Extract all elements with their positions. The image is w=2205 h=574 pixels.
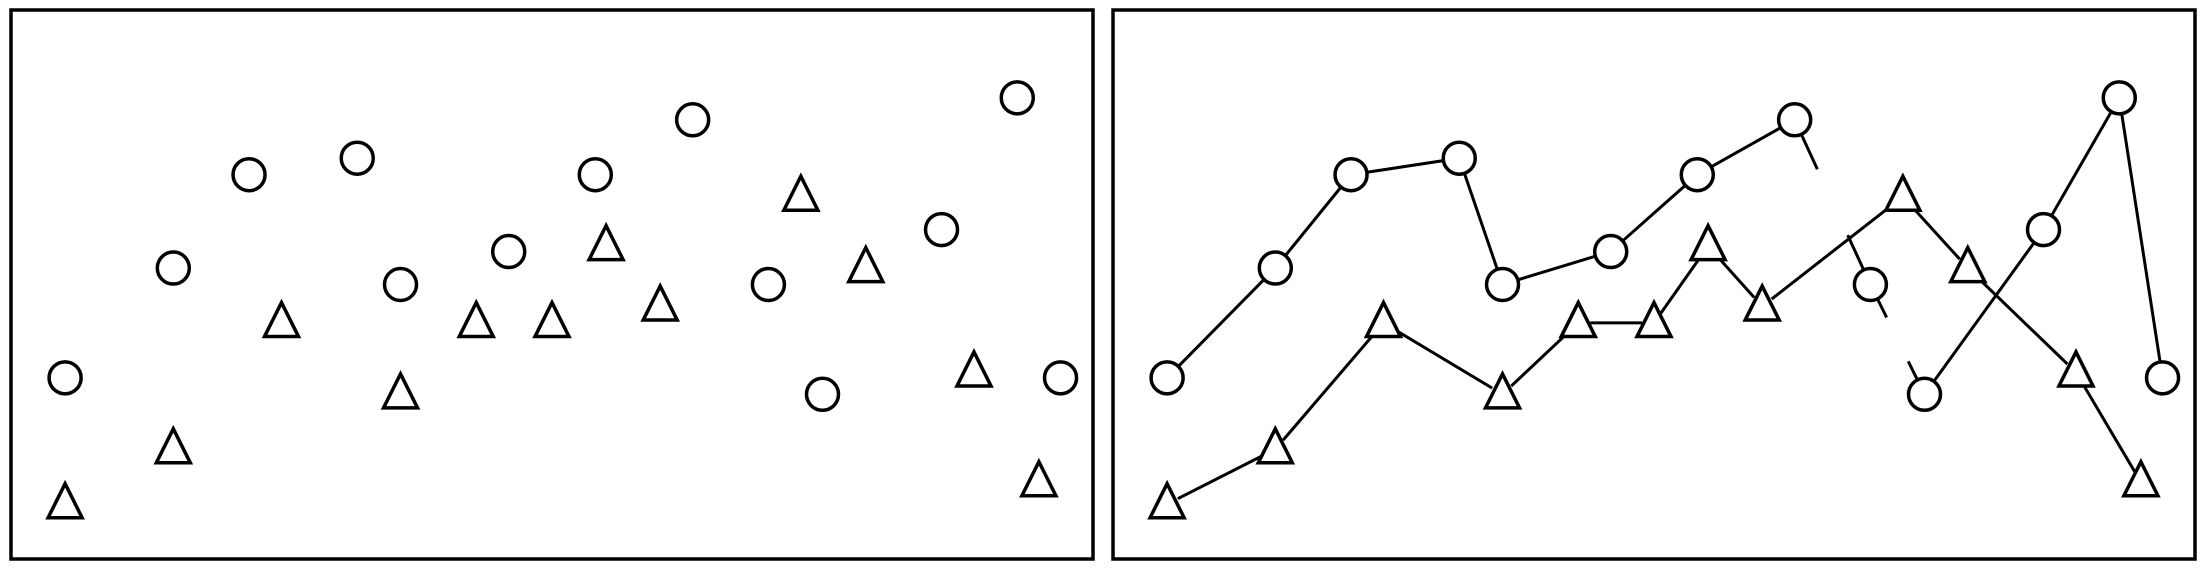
- left-triangle-1: [153, 424, 194, 465]
- triangle-path-segment-2: [1393, 327, 1493, 390]
- triangle-path-segment-10: [2080, 381, 2137, 473]
- right-panel-frame: [1111, 8, 2197, 561]
- right-path-lines: [1177, 110, 2162, 501]
- left-triangle-7: [640, 282, 681, 322]
- left-triangle-0: [45, 479, 85, 520]
- left-panel: [9, 8, 1095, 561]
- circle-path-segment-6: [1710, 126, 1782, 169]
- circle-path-segment-8-a: [1876, 298, 1888, 319]
- circle-path-segment-8-b: [1906, 360, 1919, 381]
- right-triangle-8: [1883, 172, 1923, 213]
- left-circle-6: [577, 156, 614, 193]
- left-circle-1: [155, 250, 192, 286]
- circle-path-segment-7-b: [1846, 234, 1866, 271]
- left-triangle-3: [380, 369, 421, 410]
- left-circle-8: [750, 266, 787, 303]
- right-triangle-4: [1558, 298, 1599, 339]
- triangle-path-segment-3: [1510, 330, 1571, 388]
- left-triangle-6: [586, 221, 626, 262]
- right-circle-0: [1149, 360, 1185, 396]
- circle-path-segment-11: [2120, 113, 2162, 363]
- right-circle-4: [1484, 266, 1521, 303]
- left-circle-11: [999, 80, 1036, 116]
- right-triangle-9: [1947, 243, 1988, 284]
- left-triangle-5: [532, 298, 572, 339]
- triangle-path-segment-8: [1909, 204, 1961, 261]
- circle-path-segment-5: [1621, 184, 1687, 243]
- right-circle-2: [1333, 156, 1369, 193]
- left-circle-12: [1042, 360, 1079, 396]
- triangle-path-segment-0: [1177, 453, 1266, 501]
- right-triangle-10: [2056, 348, 2096, 388]
- left-triangle-9: [845, 243, 886, 284]
- circle-path-segment-9: [1932, 241, 2036, 383]
- triangle-path-segment-7: [1770, 202, 1895, 301]
- triangle-path-segment-5: [1659, 255, 1703, 314]
- right-circle-12: [2144, 360, 2181, 396]
- right-circle-1: [1257, 250, 1294, 286]
- triangle-path-segment-6: [1714, 254, 1756, 299]
- right-triangle-2: [1363, 298, 1404, 339]
- right-circle-7: [1776, 102, 1813, 138]
- circle-path-segment-7-a: [1799, 133, 1819, 170]
- right-circle-11: [2101, 80, 2138, 116]
- right-triangle-6: [1688, 221, 1728, 262]
- left-circle-2: [231, 156, 267, 193]
- circle-path-segment-0: [1177, 278, 1266, 368]
- right-circle-6: [1679, 156, 1716, 193]
- left-circle-5: [490, 233, 527, 270]
- left-circle-4: [382, 266, 419, 303]
- left-triangle-8: [781, 172, 821, 213]
- right-triangle-1: [1255, 424, 1296, 465]
- right-triangle-5: [1634, 298, 1674, 339]
- left-circle-10: [923, 211, 960, 248]
- left-triangle-11: [1019, 457, 1059, 498]
- circle-path-segment-2: [1366, 159, 1444, 174]
- left-triangle-10: [954, 348, 994, 388]
- circle-path-segment-3: [1463, 172, 1499, 270]
- right-triangle-7: [1742, 282, 1783, 322]
- right-circle-5: [1592, 233, 1629, 270]
- right-circle-8: [1852, 266, 1889, 303]
- left-triangle-2: [261, 298, 302, 339]
- right-circle-markers: [1149, 80, 2181, 413]
- left-triangle-markers: [45, 172, 1059, 520]
- right-triangle-11: [2121, 457, 2161, 498]
- left-circle-markers: [47, 80, 1079, 413]
- right-panel: [1111, 8, 2197, 561]
- right-circle-3: [1441, 140, 1477, 176]
- triangle-path-segment-1: [1281, 331, 1377, 442]
- right-triangle-3: [1482, 369, 1523, 410]
- left-circle-7: [674, 102, 711, 138]
- left-panel-frame: [9, 8, 1095, 561]
- left-circle-3: [339, 140, 375, 176]
- left-triangle-4: [456, 298, 497, 339]
- right-triangle-markers: [1147, 172, 2161, 520]
- right-triangle-0: [1147, 479, 1187, 520]
- circle-path-segment-1: [1284, 186, 1343, 257]
- left-circle-9: [804, 376, 841, 413]
- circle-path-segment-4: [1517, 254, 1596, 282]
- circle-path-segment-10: [2050, 110, 2113, 217]
- triangle-path-segment-9: [1975, 275, 2069, 366]
- right-circle-10: [2025, 211, 2062, 248]
- right-circle-9: [1906, 376, 1943, 413]
- left-circle-0: [47, 360, 83, 396]
